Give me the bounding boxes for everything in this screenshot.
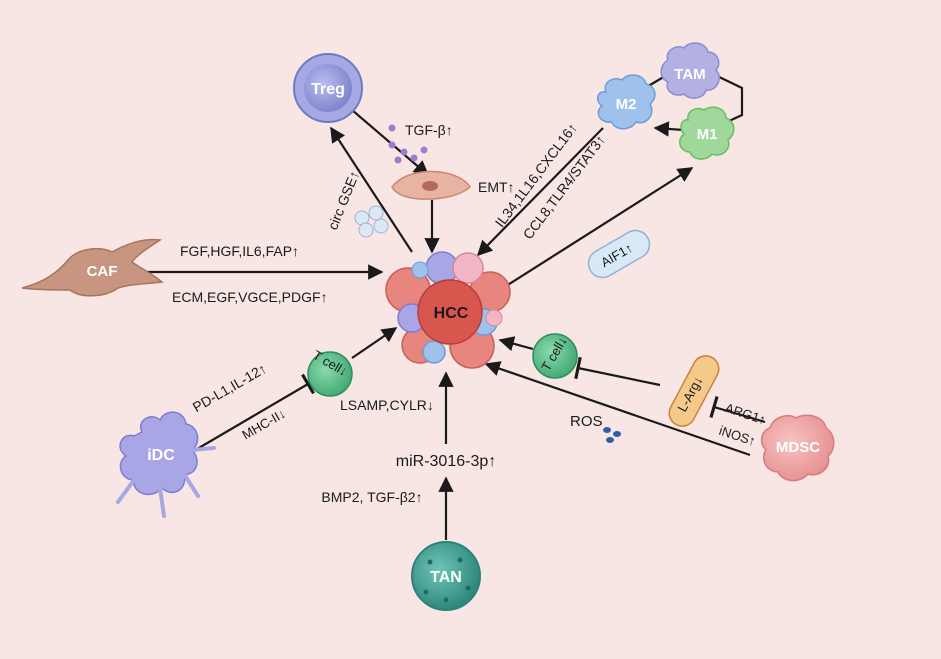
arg1-label: ARG1↑ [723, 400, 767, 427]
inhibit-idc-to-tcell [191, 373, 315, 453]
arrow-hcc-to-treg [330, 126, 413, 253]
mdsc-cell: MDSC [760, 414, 835, 482]
emt-cell [391, 170, 471, 200]
larg-badge: L-Arg↓ [668, 355, 720, 427]
caf-top-label: FGF,HGF,IL6,FAP↑ [180, 243, 299, 259]
arrow-mdsc-to-hcc [484, 361, 751, 457]
arrow-m2-to-hcc [476, 127, 604, 257]
treg-cell: Treg [293, 53, 363, 123]
hcc-tumor: HCC [385, 251, 511, 369]
idc-cell: iDC [116, 411, 216, 518]
caf-cell: CAF [21, 238, 164, 297]
m1-cell: M1 [679, 106, 735, 160]
tgf-beta-label: TGF-β↑ [405, 122, 453, 138]
idc-label: iDC [147, 447, 175, 464]
lsamp-label: LSAMP,CYLR↓ [340, 397, 434, 413]
arrow-tcell-right-to-hcc [498, 336, 534, 352]
arrow-hcc-to-m1 [502, 167, 694, 289]
tgf-beta-molecules [388, 124, 428, 164]
mdsc-label: MDSC [776, 439, 820, 456]
m1-label: M1 [697, 126, 718, 143]
mir-label: miR-3016-3p↑ [396, 453, 496, 470]
tam-label: TAM [674, 66, 705, 83]
tan-cell: TAN [411, 541, 481, 611]
ros-label: ROS [570, 413, 603, 430]
aif1-badge: AIF1↑ [587, 229, 651, 279]
m2-label: M2 [616, 96, 637, 113]
m2-cell: M2 [596, 74, 656, 130]
tcell-right: T cell↓ [532, 333, 578, 379]
exosome-vesicles [354, 205, 389, 238]
arrow-tcell-to-hcc [351, 327, 398, 359]
pdl1-label: PD-L1,IL-12↑ [190, 360, 269, 415]
hcc-label: HCC [434, 305, 469, 322]
bmp2-label: BMP2, TGF-β2↑ [321, 489, 422, 505]
tcell-left: T cell↓ [307, 347, 353, 397]
ros-molecules [603, 427, 621, 443]
arrow-treg-to-emt [344, 103, 430, 177]
caf-label: CAF [87, 263, 118, 280]
tan-label: TAN [430, 569, 462, 586]
tam-cell: TAM [660, 42, 720, 99]
arrow-m1-to-m2 [653, 121, 685, 137]
treg-label: Treg [311, 81, 345, 98]
emt-label: EMT↑ [478, 179, 515, 195]
connectors [148, 71, 766, 540]
inhibit-mdsc-to-larg [709, 396, 766, 424]
caf-bottom-label: ECM,EGF,VGCE,PDGF↑ [172, 289, 328, 305]
link-tam-m1 [714, 74, 744, 123]
inhibit-larg-to-tcell [574, 356, 661, 387]
